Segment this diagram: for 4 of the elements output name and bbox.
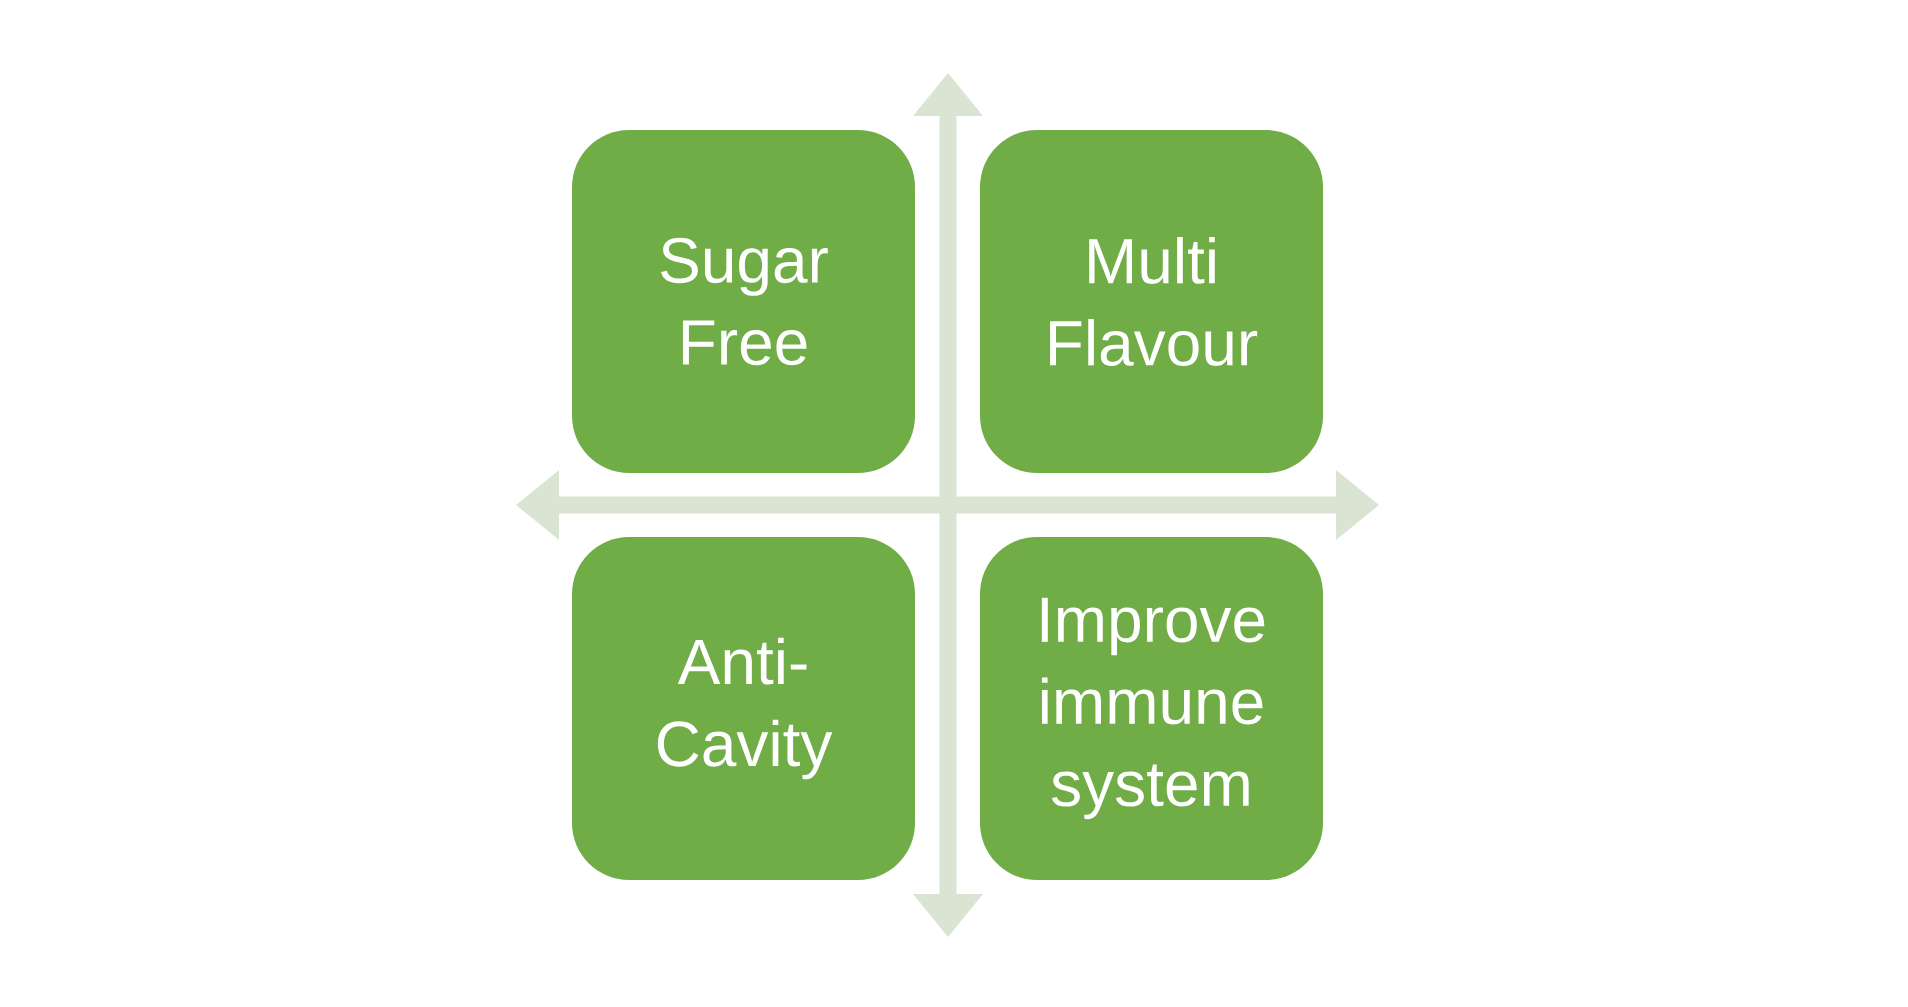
quadrant-box: Improve immune system (980, 537, 1323, 880)
quadrant-box: Multi Flavour (980, 130, 1323, 473)
quadrant-box: Sugar Free (572, 130, 915, 473)
quadrant-box: Anti-Cavity (572, 537, 915, 880)
